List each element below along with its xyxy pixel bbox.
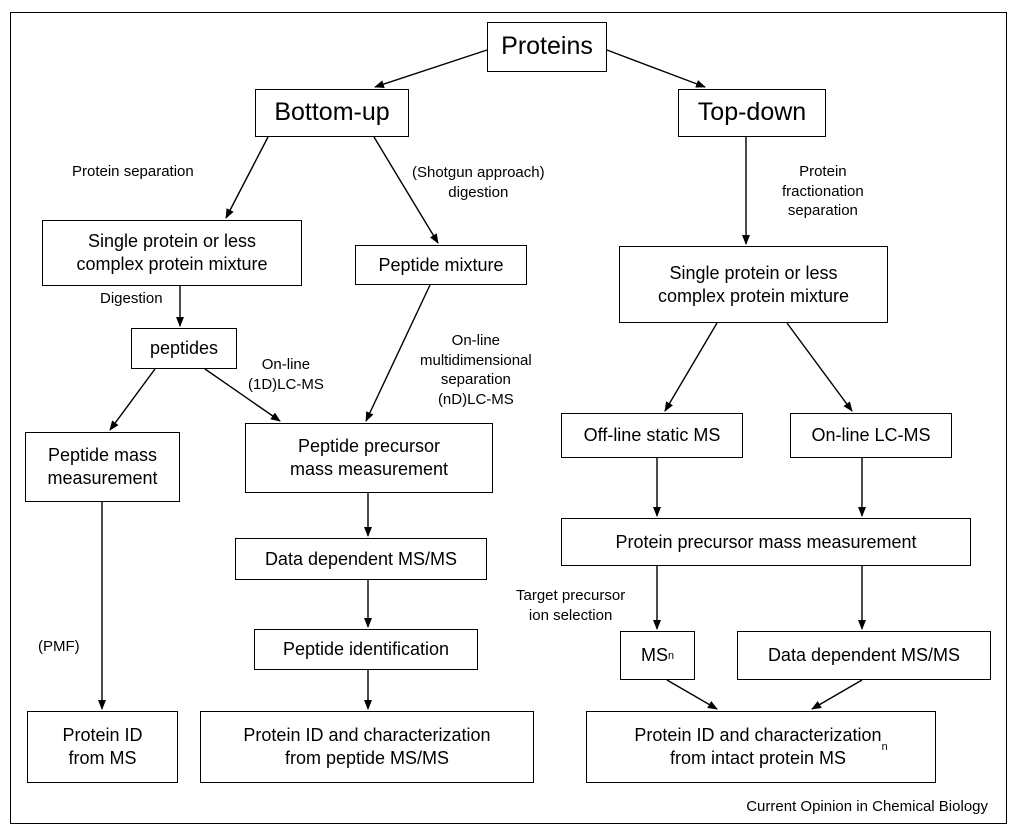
label-target-precursor: Target precursor ion selection — [516, 587, 626, 624]
arrow-bottom-up-to-single-protein — [225, 136, 269, 219]
node-protein-id-peptide: Protein ID and characterization from pep… — [200, 711, 534, 783]
arrow-single-protein-to-offline — [664, 322, 718, 412]
node-protein-id-intact-text: Protein ID and characterization from int… — [634, 725, 882, 768]
node-bottom-up: Bottom-up — [255, 89, 409, 137]
node-offline-static-ms: Off-line static MS — [561, 413, 743, 458]
label-protein-fractionation: Protein fractionation separation — [782, 163, 864, 219]
arrow-data-dependent-to-protein-id — [811, 679, 863, 710]
label-shotgun-digestion: (Shotgun approach) digestion — [412, 164, 545, 201]
label-pmf: (PMF) — [38, 638, 80, 655]
node-peptides: peptides — [131, 328, 237, 369]
node-protein-id-intact: Protein ID and characterization from int… — [586, 711, 936, 783]
arrow-msn-to-protein-id — [666, 679, 718, 710]
arrow-peptide-mixture-to-precursor — [365, 284, 431, 422]
node-online-lcms: On-line LC-MS — [790, 413, 952, 458]
arrow-peptides-to-mass-measurement — [109, 368, 156, 431]
node-peptide-mixture: Peptide mixture — [355, 245, 527, 285]
arrow-bottom-up-to-peptide-mixture — [373, 136, 439, 244]
label-online-1d-lcms: On-line (1D)LC-MS — [248, 356, 324, 393]
label-protein-separation: Protein separation — [72, 163, 194, 180]
node-bu-single-protein: Single protein or less complex protein m… — [42, 220, 302, 286]
node-proteins: Proteins — [487, 22, 607, 72]
node-peptide-identification: Peptide identification — [254, 629, 478, 670]
node-top-down: Top-down — [678, 89, 826, 137]
arrow-peptides-to-precursor — [204, 368, 281, 422]
label-digestion: Digestion — [100, 290, 163, 307]
label-online-multidimensional: On-line multidimensional separation (nD)… — [420, 332, 532, 408]
arrow-proteins-to-bottom-up — [374, 49, 488, 88]
figure-frame — [10, 12, 1007, 824]
node-protein-precursor: Protein precursor mass measurement — [561, 518, 971, 566]
node-protein-id-from-ms: Protein ID from MS — [27, 711, 178, 783]
node-peptide-mass-measurement: Peptide mass measurement — [25, 432, 180, 502]
node-td-single-protein: Single protein or less complex protein m… — [619, 246, 888, 323]
arrow-single-protein-to-online — [786, 322, 853, 412]
figure-credit: Current Opinion in Chemical Biology — [746, 798, 988, 815]
node-msn-text: MS — [640, 645, 668, 666]
node-peptide-precursor: Peptide precursor mass measurement — [245, 423, 493, 493]
node-bu-data-dependent: Data dependent MS/MS — [235, 538, 487, 580]
node-td-data-dependent: Data dependent MS/MS — [737, 631, 991, 680]
arrow-proteins-to-top-down — [606, 49, 706, 88]
